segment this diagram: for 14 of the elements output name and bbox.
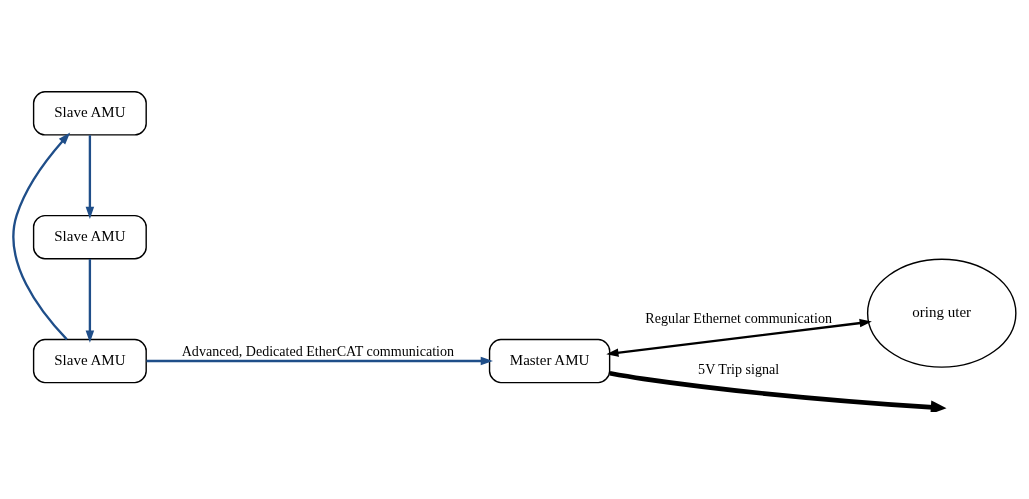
node-box: Slave AMU [32, 90, 147, 136]
node-box: Master AMU [488, 338, 611, 383]
edge-label: Advanced, Dedicated EtherCAT communication [181, 342, 455, 359]
edge-label: 5V Trip signal [698, 360, 780, 377]
node-box: Slave AMU [32, 338, 147, 383]
node-box: Slave AMU [32, 214, 147, 259]
arrow [85, 134, 95, 219]
arrow [609, 370, 947, 412]
edge-label: Regular Ethernet communication [645, 309, 832, 326]
node-ellipse: oring uter [866, 258, 1017, 368]
arrow [606, 318, 872, 357]
arrow [146, 356, 493, 365]
arrow [85, 258, 95, 343]
arrow [12, 132, 71, 340]
